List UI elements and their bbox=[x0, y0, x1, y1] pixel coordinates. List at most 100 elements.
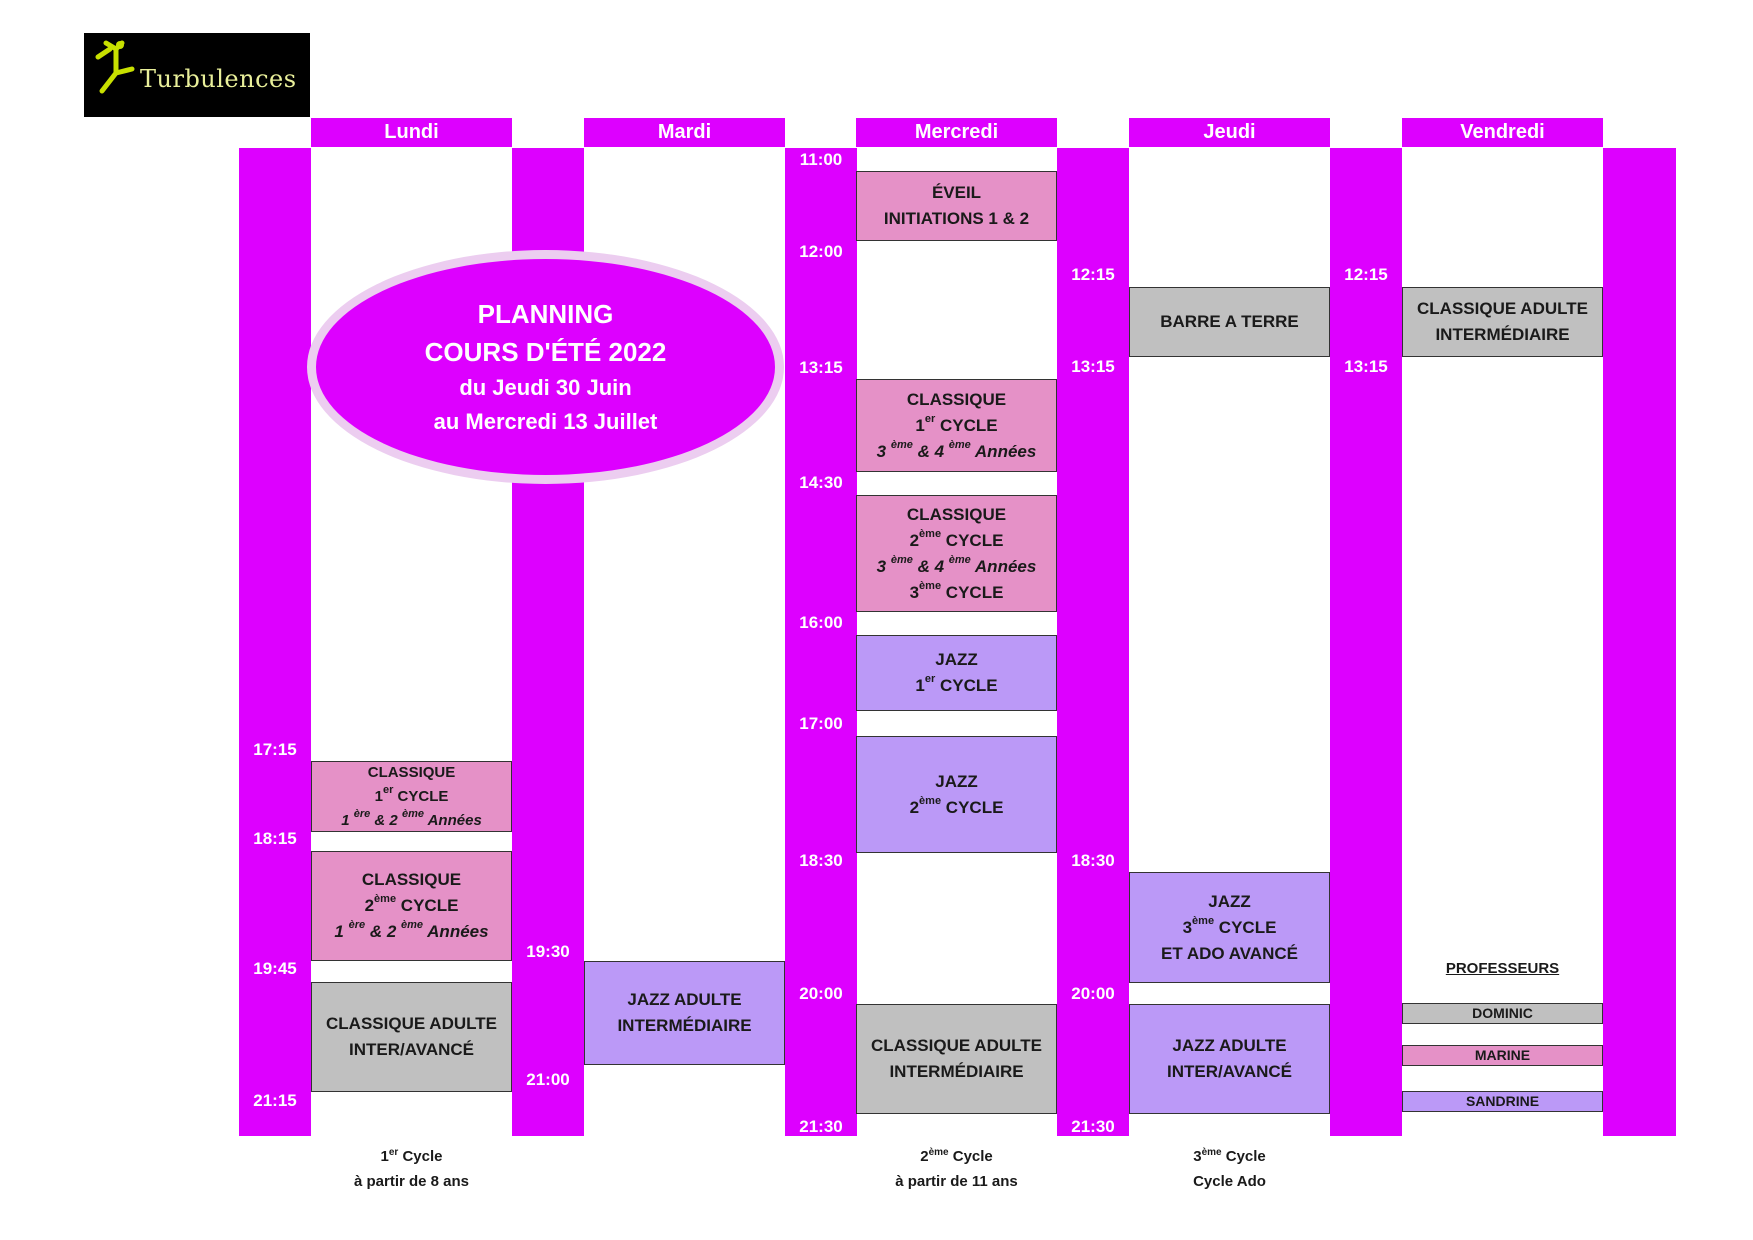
time-label: 18:15 bbox=[253, 829, 297, 848]
block-line: CLASSIQUE bbox=[361, 870, 462, 889]
turbulences-logo: Turbulences bbox=[84, 33, 310, 117]
footer-line: Cycle Ado bbox=[1193, 1173, 1266, 1190]
dancer-icon bbox=[95, 40, 135, 94]
block-line: JAZZ bbox=[1208, 891, 1251, 911]
class-block-mercredi-classique-2eme-cycle[interactable]: CLASSIQUE 2ème CYCLE 3 ème & 4 ème Année… bbox=[856, 495, 1057, 612]
footer-cycle-2: 2ème Cycle à partir de 11 ans bbox=[856, 1140, 1057, 1194]
block-line: INTER/AVANCÉ bbox=[1167, 1062, 1292, 1081]
footer-line: 1er Cycle bbox=[380, 1147, 443, 1165]
professeur-marine: MARINE bbox=[1402, 1045, 1603, 1066]
class-block-jeudi-barre-a-terre[interactable]: BARRE A TERRE bbox=[1129, 287, 1330, 357]
block-line: INTERMÉDIAIRE bbox=[889, 1062, 1024, 1081]
block-line: ET ADO AVANCÉ bbox=[1161, 943, 1298, 963]
time-label: 21:30 bbox=[1071, 1117, 1115, 1136]
professeur-sandrine: SANDRINE bbox=[1402, 1091, 1603, 1112]
time-label: 21:00 bbox=[526, 1070, 570, 1089]
time-label: 14:30 bbox=[799, 473, 843, 492]
footer-cycle-3: 3ème Cycle Cycle Ado bbox=[1129, 1140, 1330, 1194]
class-block-jeudi-jazz-3eme-cycle[interactable]: JAZZ 3ème CYCLE ET ADO AVANCÉ bbox=[1129, 872, 1330, 983]
time-label: 19:45 bbox=[253, 959, 297, 978]
block-line: 1er CYCLE bbox=[915, 673, 998, 695]
class-block-mercredi-classique-1er-cycle[interactable]: CLASSIQUE 1er CYCLE 3 ème & 4 ème Années bbox=[856, 379, 1057, 472]
block-line: JAZZ ADULTE bbox=[1172, 1036, 1287, 1055]
class-block-lundi-classique-1er-cycle[interactable]: CLASSIQUE 1er CYCLE 1 ère & 2 ème Années bbox=[311, 761, 512, 832]
block-line: INTER/AVANCÉ bbox=[349, 1040, 474, 1059]
block-line: CLASSIQUE ADULTE bbox=[871, 1036, 1042, 1055]
header-jeudi: Jeudi bbox=[1129, 118, 1330, 147]
time-label: 12:15 bbox=[1344, 265, 1388, 284]
class-block-mercredi-jazz-1er-cycle[interactable]: JAZZ 1er CYCLE bbox=[856, 635, 1057, 711]
time-label: 21:15 bbox=[253, 1091, 297, 1110]
block-line: 1 ère & 2 ème Années bbox=[341, 807, 482, 829]
time-label: 12:00 bbox=[799, 242, 843, 261]
block-line: INTERMÉDIAIRE bbox=[1435, 325, 1570, 344]
time-label: 13:15 bbox=[1071, 357, 1115, 376]
time-label: 18:30 bbox=[1071, 851, 1115, 870]
block-line: ÉVEIL bbox=[931, 183, 982, 202]
block-line: 2ème CYCLE bbox=[364, 893, 459, 915]
time-label: 19:30 bbox=[526, 942, 570, 961]
class-block-lundi-classique-2eme-cycle[interactable]: CLASSIQUE 2ème CYCLE 1 ère & 2 ème Année… bbox=[311, 851, 512, 961]
time-label: 17:15 bbox=[253, 740, 297, 759]
footer-line: 2ème Cycle bbox=[920, 1147, 993, 1165]
class-block-jeudi-jazz-adulte[interactable]: JAZZ ADULTE INTER/AVANCÉ bbox=[1129, 1004, 1330, 1114]
banner-title: PLANNING bbox=[477, 299, 614, 329]
time-label: 17:00 bbox=[799, 714, 843, 733]
block-line: 3 ème & 4 ème Années bbox=[876, 553, 1037, 576]
block-line: 1er CYCLE bbox=[374, 783, 449, 805]
time-label: 20:00 bbox=[1071, 984, 1115, 1003]
logo-text: Turbulences bbox=[140, 65, 297, 93]
block-line: CLASSIQUE bbox=[367, 763, 456, 781]
footer-cycle-1: 1er Cycle à partir de 8 ans bbox=[311, 1140, 512, 1194]
footer-line: à partir de 8 ans bbox=[353, 1173, 470, 1190]
planning-banner: PLANNING COURS D'ÉTÉ 2022 du Jeudi 30 Ju… bbox=[307, 250, 784, 484]
header-mercredi: Mercredi bbox=[856, 118, 1057, 147]
time-stripe-3 bbox=[785, 148, 857, 1136]
block-line: INITIATIONS 1 & 2 bbox=[883, 209, 1030, 228]
footer-line: à partir de 11 ans bbox=[895, 1173, 1018, 1190]
class-block-vendredi-classique-adulte[interactable]: CLASSIQUE ADULTE INTERMÉDIAIRE bbox=[1402, 287, 1603, 357]
time-label: 13:15 bbox=[1344, 357, 1388, 376]
block-line: 2ème CYCLE bbox=[909, 527, 1004, 550]
class-block-lundi-classique-adulte[interactable]: CLASSIQUE ADULTE INTER/AVANCÉ bbox=[311, 982, 512, 1092]
class-block-mercredi-classique-adulte[interactable]: CLASSIQUE ADULTE INTERMÉDIAIRE bbox=[856, 1004, 1057, 1114]
banner-date-from: du Jeudi 30 Juin bbox=[459, 375, 632, 400]
block-line: 3ème CYCLE bbox=[909, 579, 1004, 602]
time-stripe-4 bbox=[1057, 148, 1129, 1136]
banner-subtitle: COURS D'ÉTÉ 2022 bbox=[424, 337, 667, 367]
time-label: 11:00 bbox=[799, 150, 843, 169]
header-vendredi: Vendredi bbox=[1402, 118, 1603, 147]
header-mardi: Mardi bbox=[584, 118, 785, 147]
block-line: 1er CYCLE bbox=[915, 412, 998, 435]
time-label: 21:30 bbox=[799, 1117, 843, 1136]
time-label: 18:30 bbox=[799, 851, 843, 870]
professeurs-title: PROFESSEURS bbox=[1445, 960, 1560, 977]
time-label: 12:15 bbox=[1071, 265, 1115, 284]
time-label: 16:00 bbox=[799, 613, 843, 632]
time-stripe-5 bbox=[1330, 148, 1402, 1136]
footer-line: 3ème Cycle bbox=[1193, 1147, 1266, 1165]
time-label: 20:00 bbox=[799, 984, 843, 1003]
time-stripe-1 bbox=[239, 148, 311, 1136]
banner-date-to: au Mercredi 13 Juillet bbox=[433, 409, 658, 434]
block-line: 3 ème & 4 ème Années bbox=[876, 438, 1037, 461]
time-stripe-6 bbox=[1603, 148, 1676, 1136]
header-lundi: Lundi bbox=[311, 118, 512, 147]
block-line: CLASSIQUE ADULTE bbox=[1417, 299, 1588, 318]
block-line: INTERMÉDIAIRE bbox=[617, 1016, 752, 1035]
class-block-mercredi-eveil[interactable]: ÉVEIL INITIATIONS 1 & 2 bbox=[856, 171, 1057, 241]
class-block-mercredi-jazz-2eme-cycle[interactable]: JAZZ 2ème CYCLE bbox=[856, 736, 1057, 853]
class-block-mardi-jazz-adulte[interactable]: JAZZ ADULTE INTERMÉDIAIRE bbox=[584, 961, 785, 1065]
block-line: CLASSIQUE bbox=[906, 389, 1007, 409]
block-line: JAZZ bbox=[935, 771, 978, 791]
block-line: BARRE A TERRE bbox=[1160, 312, 1299, 331]
block-line: JAZZ ADULTE bbox=[627, 990, 742, 1009]
professeur-dominic: DOMINIC bbox=[1402, 1003, 1603, 1024]
block-line: JAZZ bbox=[935, 650, 978, 669]
block-line: CLASSIQUE bbox=[906, 504, 1007, 524]
block-line: CLASSIQUE ADULTE bbox=[326, 1014, 497, 1033]
block-line: 3ème CYCLE bbox=[1182, 914, 1277, 937]
time-label: 13:15 bbox=[799, 358, 843, 377]
block-line: 2ème CYCLE bbox=[909, 794, 1004, 817]
block-line: 1 ère & 2 ème Années bbox=[334, 919, 489, 941]
